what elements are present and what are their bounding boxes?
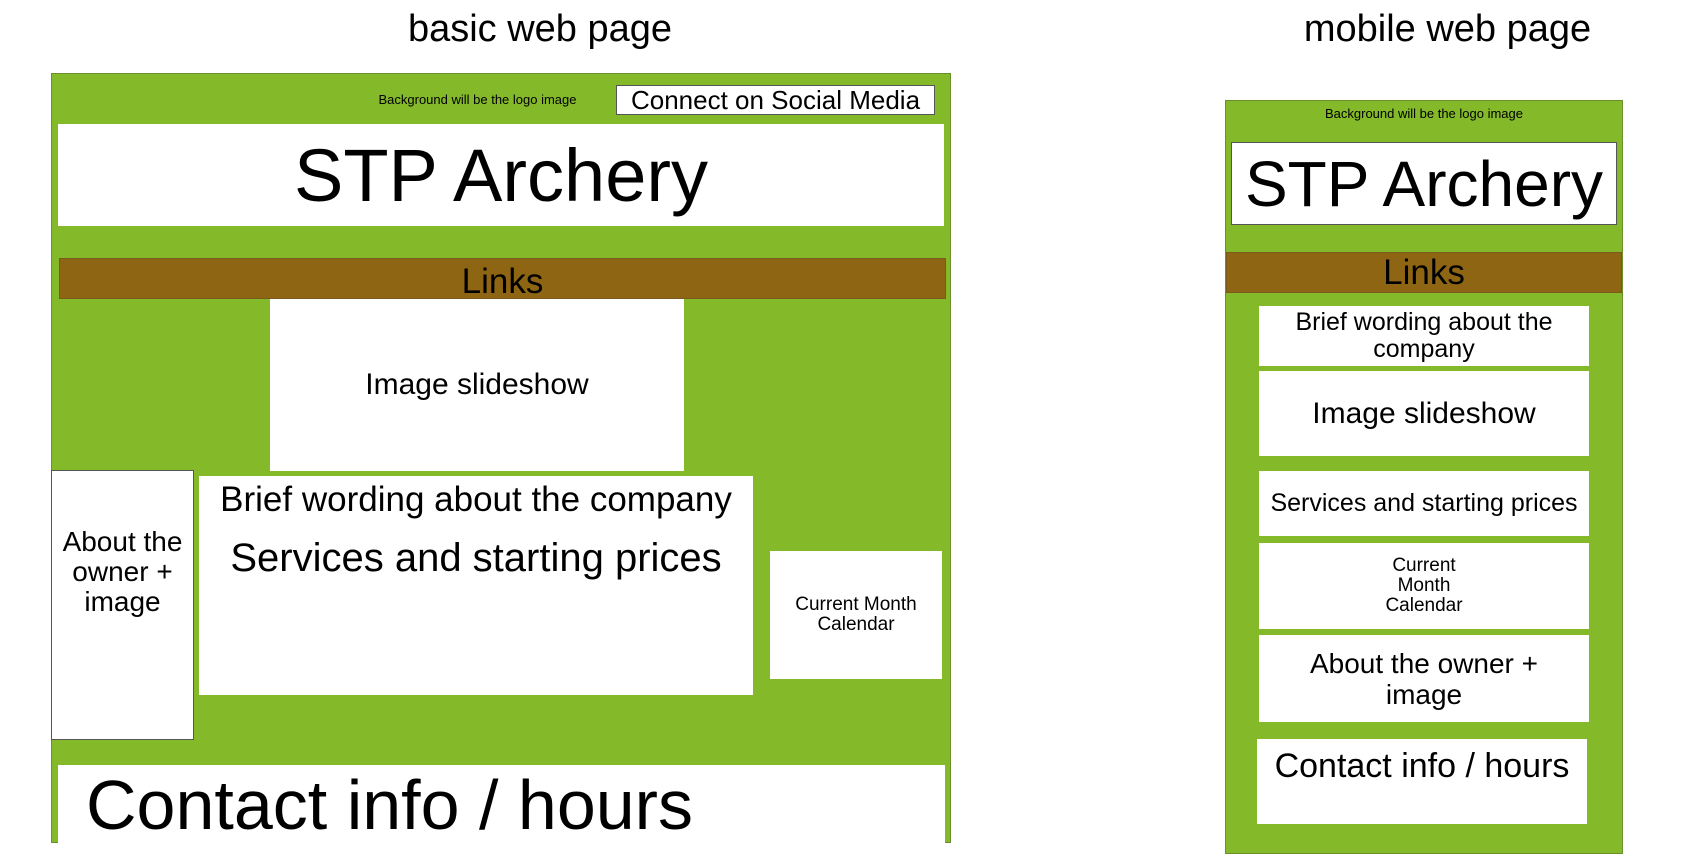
mobile-title: mobile web page — [1303, 8, 1592, 50]
desktop-slideshow-box: Image slideshow — [270, 299, 684, 471]
desktop-header-box: STP Archery — [58, 124, 944, 226]
desktop-background-note: Background will be the logo image — [378, 91, 577, 107]
desktop-calendar-box: Current Month Calendar — [770, 551, 942, 679]
mobile-contact-box: Contact info / hours — [1257, 739, 1587, 824]
desktop-links-bar: Links — [59, 258, 946, 301]
desktop-contact-label: Contact info / hours — [86, 766, 693, 844]
desktop-about-label: About the owner + image — [62, 526, 183, 617]
mobile-links-bar: Links — [1226, 252, 1622, 293]
mobile-brief-box: Brief wording about the company — [1259, 306, 1589, 366]
mobile-services-box: Services and starting prices — [1259, 471, 1589, 536]
mobile-calendar-box: Current Month Calendar — [1259, 543, 1589, 629]
desktop-title: basic web page — [407, 8, 673, 50]
desktop-about-box: About the owner + image — [51, 470, 194, 740]
mobile-about-box: About the owner + image — [1259, 635, 1589, 722]
desktop-social-box: Connect on Social Media — [616, 85, 935, 115]
mobile-background-note: Background will be the logo image — [1324, 105, 1523, 121]
desktop-services-label: Services and starting prices — [230, 536, 722, 580]
mobile-header-box: STP Archery — [1231, 142, 1617, 225]
mobile-slideshow-box: Image slideshow — [1259, 371, 1589, 456]
desktop-contact-box: Contact info / hours — [58, 765, 945, 843]
desktop-brief-label: Brief wording about the company — [220, 480, 732, 519]
desktop-main-box: Brief wording about the company Services… — [199, 476, 753, 695]
